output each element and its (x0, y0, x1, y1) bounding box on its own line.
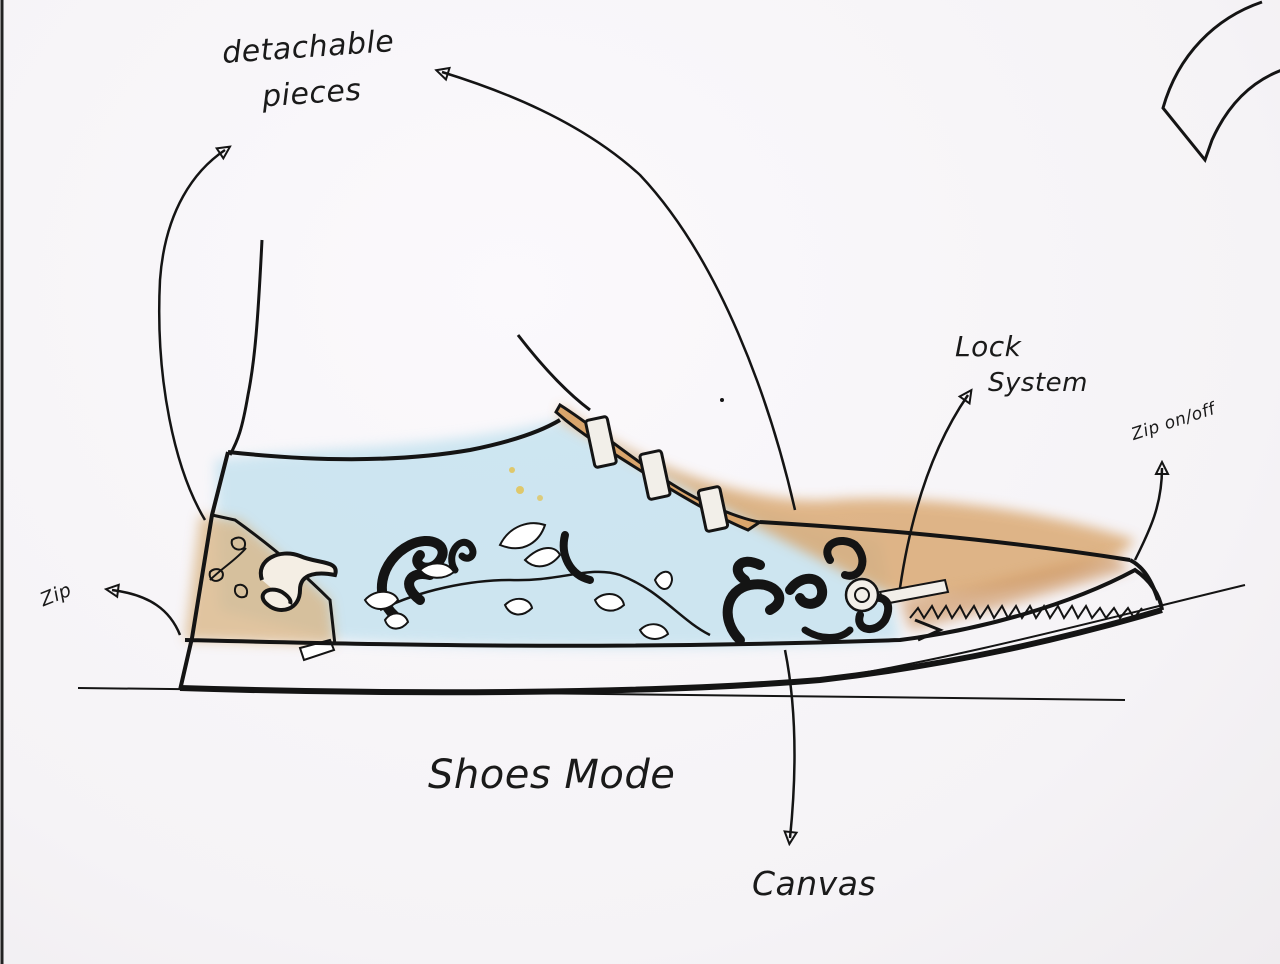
arrow-detachable-heel (158, 150, 225, 521)
mustard-speck (516, 486, 524, 494)
ink-dot (720, 398, 724, 402)
leaf-outline (383, 612, 410, 630)
upper-top-line (227, 418, 562, 462)
toe-zip-stitching (909, 604, 1143, 620)
swirl-hook (559, 531, 594, 584)
label-system: System (988, 368, 1088, 398)
label-canvas: Canvas (752, 864, 877, 903)
mustard-speck (509, 467, 515, 473)
detached-piece-sketch (1161, 0, 1280, 164)
heel-back-line (178, 451, 230, 691)
leaf-outline (638, 623, 670, 640)
strap-to-toe-line (759, 520, 1131, 562)
floral-vine (379, 570, 711, 637)
label-lock: Lock (955, 330, 1022, 363)
arrow-detachable-toe (442, 72, 797, 511)
leaf-outline (653, 570, 674, 590)
lock-buckle (696, 485, 730, 533)
tongue-line (516, 334, 591, 412)
leaf-outline (503, 597, 534, 616)
tan-toe-wash (560, 405, 1135, 598)
swirl-tail (801, 626, 854, 641)
label-pieces: pieces (260, 72, 363, 115)
arrow-lock-system (898, 395, 968, 589)
rose-ornament (844, 577, 880, 613)
sketch-title: Shoes Mode (428, 752, 676, 798)
leaf-outline (363, 590, 400, 610)
lock-buckle (584, 415, 618, 469)
zip-arrow-tip (914, 618, 944, 642)
leg-line (228, 239, 264, 456)
mustard-speck (537, 495, 543, 501)
ground-line (77, 584, 1246, 701)
swirl-ornament-right (722, 556, 828, 645)
heel-floral-sprig (208, 536, 248, 599)
rose-ornament-center (854, 587, 870, 603)
heel-ring-ornament (258, 551, 338, 612)
leaf-outline (498, 522, 547, 550)
leaf-outline (523, 547, 562, 568)
arrow-zip (112, 590, 182, 636)
sole-top-line (184, 567, 1164, 648)
leaf-outline (418, 562, 456, 579)
toe-cap-line (1129, 558, 1160, 601)
swirl-ornament-small (448, 539, 477, 574)
lock-buckle (638, 449, 672, 501)
arrow-zip-on-off (1133, 468, 1162, 561)
leaf-outline (593, 593, 626, 612)
arrow-canvas (785, 649, 795, 838)
